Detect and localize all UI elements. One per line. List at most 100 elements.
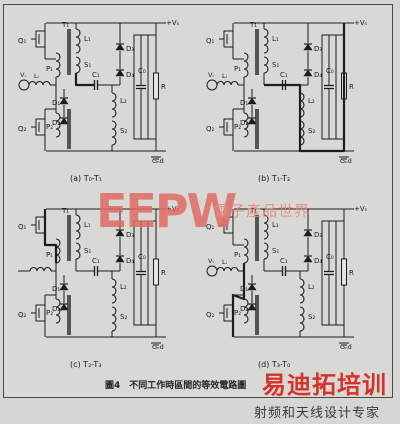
d1-label: D₁ [240, 99, 248, 107]
d2-label: D₂ [240, 305, 248, 313]
current-path [43, 209, 58, 263]
d3-label: D₃ [314, 45, 322, 53]
s1-winding [263, 242, 269, 260]
s2-label: S₂ [308, 127, 315, 135]
l1-winding [75, 28, 81, 54]
co-label: C₀ [138, 253, 146, 261]
c1-label: C₁ [280, 71, 288, 79]
brand-tagline: 射频和天线设计专家 [254, 406, 381, 421]
c1-label: C₁ [92, 257, 100, 265]
l2-label: L₂ [308, 283, 315, 291]
p1-winding [55, 52, 61, 78]
l1-label: L₁ [84, 35, 91, 43]
d1-diode [247, 97, 257, 105]
d2-label: D₂ [52, 305, 60, 313]
r-resistor [153, 258, 159, 286]
l2-label: L₂ [120, 97, 127, 105]
l1-label: L₁ [84, 221, 91, 229]
panel-caption: (c) T₂-T₃ [70, 360, 102, 369]
current-path [264, 23, 346, 153]
s1-winding [75, 242, 81, 260]
brand-name: 易迪拓培训 [262, 371, 387, 399]
d4-diode [303, 255, 313, 263]
l1-label: L₁ [272, 35, 279, 43]
gnd-label: Gₙd [152, 343, 164, 351]
d2-label: D₂ [240, 119, 248, 127]
li-inductor [28, 80, 51, 86]
l2-winding [299, 92, 305, 118]
l2-label: L₂ [120, 283, 127, 291]
p1-winding [243, 52, 249, 78]
p1-label: P₁ [234, 65, 241, 73]
vi-label: Vᵢ [208, 257, 214, 265]
q1-label: Q₁ [206, 37, 215, 45]
gnd-label: Gₙd [152, 157, 164, 165]
panel-caption: (b) T₁-T₂ [258, 174, 290, 183]
l2-winding [111, 278, 117, 304]
d1-label: D₁ [52, 285, 60, 293]
watermark-subtitle: 電子產品世界 [214, 202, 311, 220]
gnd-label: Gₙd [340, 343, 352, 351]
q2-switch [35, 304, 46, 322]
d3-label: D₃ [126, 231, 134, 239]
p2-label: P₂ [234, 309, 241, 317]
li-inductor [216, 266, 239, 272]
l2-label: L₂ [308, 97, 315, 105]
s1-label: S₁ [272, 247, 279, 255]
d3-diode [303, 43, 313, 51]
watermark-logo: EEPW [96, 184, 237, 238]
panel-caption: (a) T₀-T₁ [70, 174, 102, 183]
c1-label: C₁ [280, 257, 288, 265]
s2-label: S₂ [120, 313, 127, 321]
r-label: R [349, 269, 354, 277]
p2-winding [243, 112, 249, 138]
s2-winding [299, 306, 305, 332]
l1-winding [263, 214, 269, 240]
d3-label: D₃ [314, 231, 322, 239]
co-label: C₀ [326, 67, 334, 75]
transformer-label: T₁ [249, 207, 257, 215]
r-label: R [161, 269, 166, 277]
l1-label: L₁ [272, 221, 279, 229]
source-icon [206, 265, 218, 277]
p2-winding [243, 298, 249, 324]
d2-diode [247, 303, 257, 311]
q2-switch [223, 304, 234, 322]
li-label: Lᵢ [222, 72, 227, 80]
current-path [231, 263, 246, 337]
d2-diode [59, 303, 69, 311]
gnd-label: Gₙd [340, 157, 352, 165]
d4-diode [303, 69, 313, 77]
q1-switch [35, 30, 46, 48]
l1-winding [75, 214, 81, 240]
p2-winding [55, 298, 61, 324]
current-path [74, 73, 94, 87]
p1-label: P₁ [46, 65, 53, 73]
q2-label: Q₂ [206, 311, 215, 319]
s1-label: S₁ [84, 247, 91, 255]
s2-winding [299, 120, 305, 146]
li-inductor [29, 266, 52, 272]
l2-winding [299, 278, 305, 304]
r-label: R [349, 83, 354, 91]
vs-label: +Vₛ [166, 205, 180, 213]
eepw-watermark: EEPW 電子產品世界 [96, 184, 309, 238]
d4-diode [115, 69, 125, 77]
q2-label: Q₂ [18, 125, 27, 133]
circuit-panel-c: +VₛGₙdQ₁T₁Q₂P₁P₂L₁S₁C₁L₂S₂D₃D₄D₁D₂C₀R(c)… [18, 205, 180, 369]
q1-label: Q₁ [18, 223, 27, 231]
transformer-label: T₁ [61, 21, 69, 29]
d4-label: D₄ [314, 257, 322, 265]
p2-winding [55, 112, 61, 138]
d3-diode [115, 43, 125, 51]
p2-label: P₂ [234, 123, 241, 131]
vs-label: +Vₛ [354, 205, 368, 213]
l1-winding [263, 28, 269, 54]
d3-diode [303, 229, 313, 237]
d2-diode [247, 117, 257, 125]
